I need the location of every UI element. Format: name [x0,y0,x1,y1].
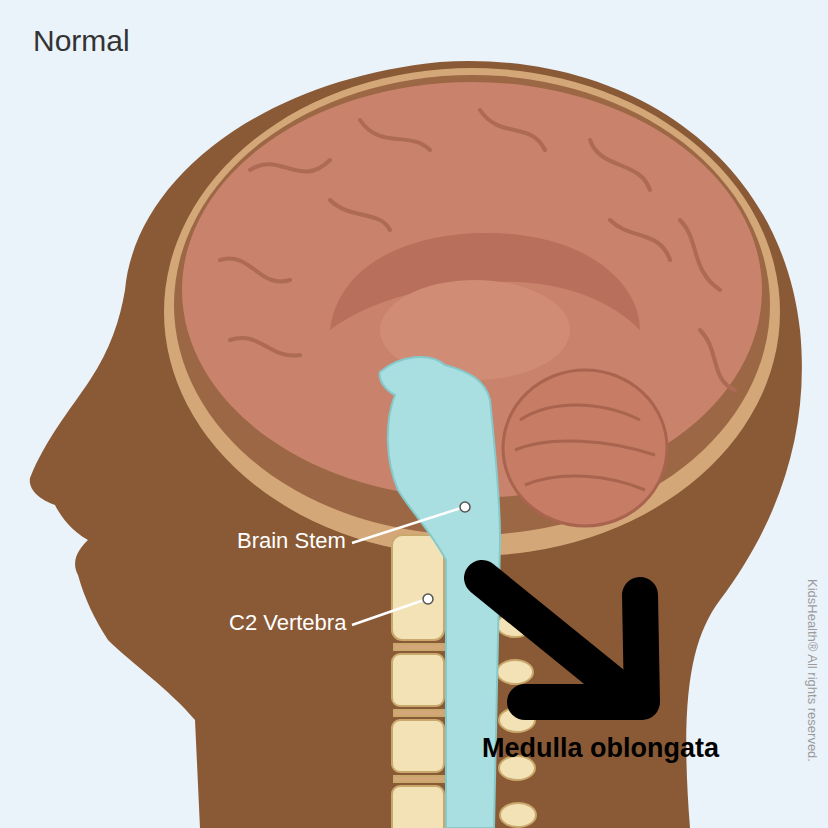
cerebellum-folds [515,405,655,490]
head-silhouette [30,61,802,828]
diagram-title: Normal [33,24,130,59]
leader-dot [423,594,433,604]
watermark: KidsHealth® All rights reserved. [804,578,819,761]
leader-line [352,508,461,543]
leader-line [352,600,424,625]
gyri [220,110,735,390]
pointer-arrow [482,578,642,702]
leader-dot [460,502,470,512]
cerebellum [503,370,667,526]
callout-label: Medulla oblongata [482,733,719,764]
part-label: C2 Vertebra [229,610,346,635]
vertebrae [392,535,444,828]
part-label: Brain Stem [237,528,346,553]
